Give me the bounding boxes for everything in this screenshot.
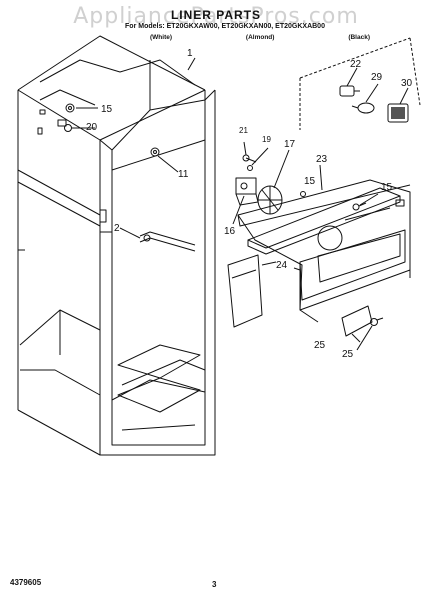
- callout-15-cover: 15: [304, 176, 316, 187]
- part-15-screw: [300, 191, 367, 211]
- callout-16: 16: [224, 226, 236, 237]
- callout-15-cabinet: 15: [101, 104, 113, 115]
- color-variants: (White) (Almond) (Black): [150, 34, 370, 41]
- callout-21: 21: [239, 126, 248, 135]
- callout-25-lower: 25: [342, 349, 354, 360]
- callout-20: 20: [86, 122, 98, 133]
- callout-1: 1: [187, 48, 193, 59]
- callout-24: 24: [276, 260, 288, 271]
- part-22-light-socket: [339, 85, 360, 97]
- liner-cabinet: [17, 35, 216, 456]
- part-24-evaporator-cover: [237, 179, 411, 323]
- callout-22: 22: [350, 59, 362, 70]
- page-title: LINER PARTS: [170, 8, 262, 22]
- model-list: For Models: ET20GKXAW00, ET20GKXAN00, ET…: [125, 23, 325, 30]
- callout-29: 29: [371, 72, 383, 83]
- callout-11: 11: [178, 169, 189, 180]
- callout-25-upper: 25: [314, 340, 326, 351]
- part-25-bracket: [341, 305, 384, 337]
- variant-black: (Black): [348, 34, 370, 41]
- variant-almond: (Almond): [245, 34, 275, 41]
- document-number: 4379605: [10, 578, 42, 587]
- watermark: AppliancePartsPros.com: [73, 4, 359, 29]
- part-29-light-bulb: [351, 102, 375, 114]
- variant-white: (White): [150, 34, 173, 41]
- callout-2: 2: [114, 223, 120, 234]
- cabinet-fasteners: [37, 103, 160, 157]
- callout-labels: 1 2 11 15 15 15 16 17 19 20 21 22 23 24 …: [86, 48, 413, 360]
- part-30-light-shield: [387, 103, 409, 123]
- part-23-fan-shroud: [247, 187, 401, 255]
- part-17-fan-blade: [257, 185, 283, 215]
- assembly-guide-lines: [299, 37, 421, 130]
- callout-30: 30: [401, 78, 413, 89]
- callout-19: 19: [262, 135, 271, 144]
- part-16-fan-motor: [235, 177, 259, 206]
- callout-17: 17: [284, 139, 296, 150]
- part-24-panel: [227, 254, 263, 328]
- part-2-rail: [139, 231, 196, 252]
- callout-23: 23: [316, 154, 328, 165]
- page-number: 3: [212, 580, 217, 589]
- callout-15-right: 15: [381, 182, 393, 193]
